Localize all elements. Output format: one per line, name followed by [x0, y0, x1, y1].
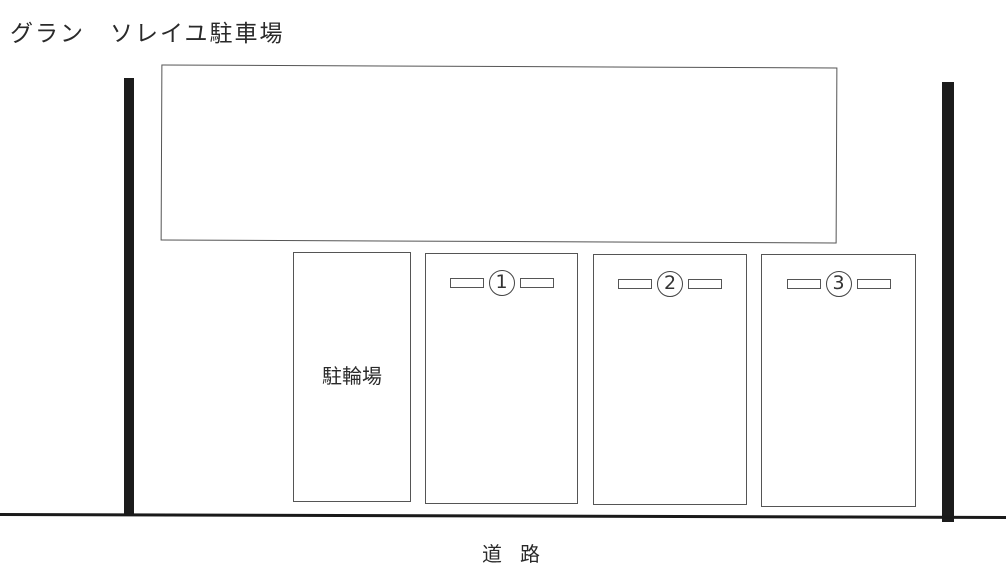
diagram-title: グラン ソレイユ駐車場: [10, 21, 285, 47]
road-label: 道路: [482, 542, 558, 566]
space-number-badge: 3: [825, 271, 852, 297]
wheel-stop-right: [519, 278, 554, 288]
bicycle-parking-area: 駐輪場: [293, 252, 411, 502]
wheel-stop-left: [449, 278, 484, 288]
wheel-stop-right: [856, 279, 891, 289]
space-number-badge: 2: [657, 271, 683, 297]
space-number-badge: 1: [488, 270, 515, 296]
building-block: [160, 64, 838, 244]
parking-space-2: 2: [593, 254, 747, 505]
left-wall: [124, 78, 134, 516]
wheel-stop-right: [688, 279, 722, 289]
parking-space-3: 3: [761, 254, 916, 507]
road-edge-line: [0, 513, 1006, 519]
parking-space-1: 1: [425, 253, 578, 504]
right-wall: [942, 82, 954, 522]
wheel-stop-left: [786, 279, 821, 289]
bicycle-parking-label: 駐輪場: [322, 364, 382, 388]
wheel-stop-left: [618, 279, 652, 289]
